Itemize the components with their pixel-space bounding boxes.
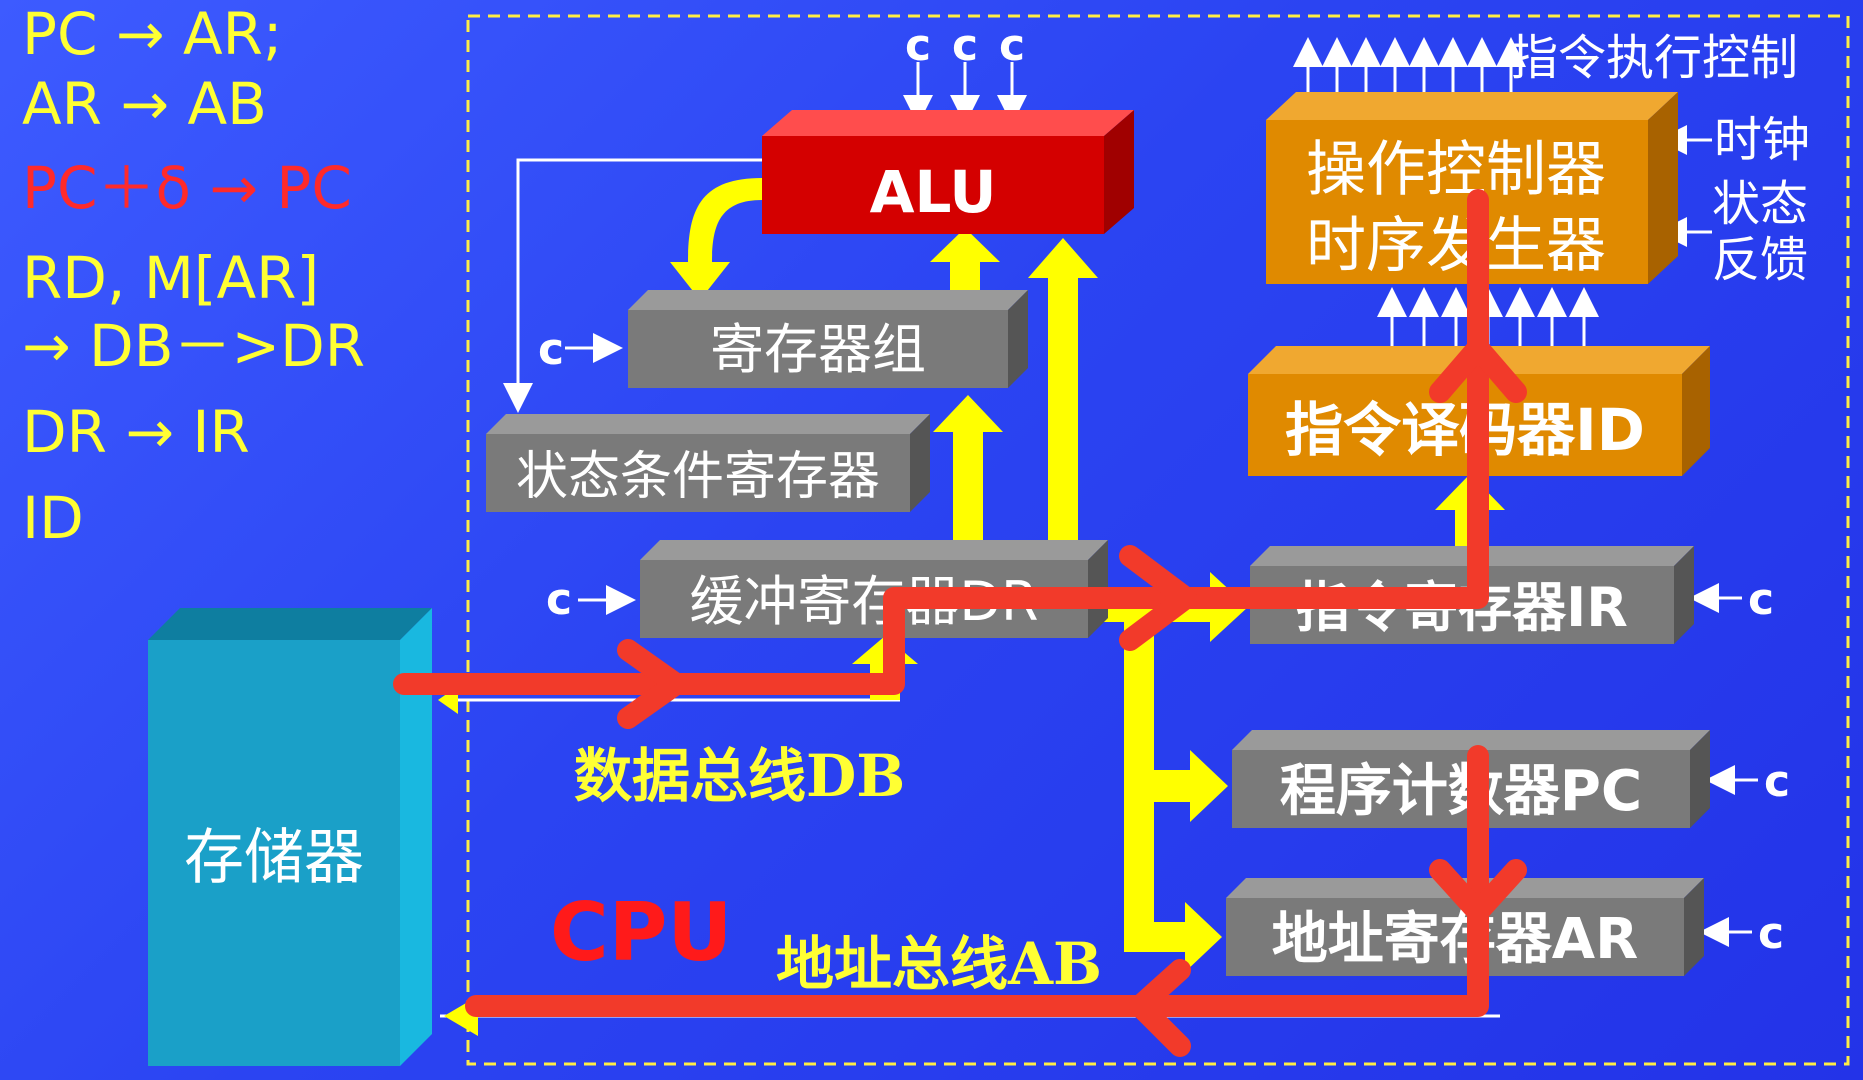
status-register-block: 状态条件寄存器 — [486, 414, 930, 512]
step-7: ID — [22, 484, 84, 552]
c-regfile: c — [538, 324, 564, 375]
exec-control-label: 指令执行控制 — [1510, 30, 1798, 86]
regfile-to-alu-arrow — [930, 228, 1000, 295]
cpu-boundary — [466, 14, 1850, 1066]
step-list: PC → AR; AR → AB PC＋δ → PC RD, M[AR] → D… — [22, 0, 365, 552]
red-fetch-path — [393, 189, 1489, 695]
red-head-db — [617, 639, 687, 729]
c-alu-3: c — [999, 20, 1025, 71]
c-dr: c — [546, 574, 572, 625]
red-head-ir — [1119, 545, 1197, 651]
bus-vertical — [1124, 622, 1154, 952]
dr-to-alu-arrow — [1028, 238, 1098, 545]
memory-block: 存储器 — [148, 608, 432, 1066]
bus-to-ar-arrow — [1154, 902, 1222, 972]
status-label-1: 状态 — [1712, 176, 1808, 232]
step-3: PC＋δ → PC — [22, 154, 352, 222]
address-bus-label: 地址总线AB — [776, 930, 1102, 998]
step-2: AR → AB — [22, 70, 267, 138]
decoder-label: 指令译码器ID — [1285, 396, 1645, 464]
red-head-ar — [1429, 859, 1527, 923]
bus-to-pc-arrow — [1154, 750, 1228, 822]
red-head-ab — [1129, 959, 1191, 1057]
clock-label: 时钟 — [1714, 112, 1810, 168]
dr-to-regfile-arrow — [933, 395, 1003, 545]
ar-label: 地址寄存器AR — [1272, 907, 1638, 972]
controller-label-2: 时序发生器 — [1306, 211, 1606, 281]
step-4: RD, M[AR] — [22, 244, 319, 312]
cpu-label: CPU — [550, 886, 732, 979]
c-alu-1: c — [905, 20, 931, 71]
regfile-label: 寄存器组 — [710, 318, 926, 381]
red-address-path — [465, 745, 1489, 1017]
pc-block: 程序计数器PC — [1232, 730, 1710, 828]
pc-label: 程序计数器PC — [1280, 759, 1642, 824]
alu-block: ALU — [762, 110, 1134, 234]
labels: c c c c c c c c 指令执行控制 时钟 状态 反馈 数据总线DB 地… — [538, 20, 1810, 998]
data-bus-label: 数据总线DB — [574, 742, 905, 810]
ar-block: 地址寄存器AR — [1226, 878, 1704, 976]
step-1: PC → AR; — [22, 0, 282, 68]
decoder-block: 指令译码器ID — [1248, 346, 1710, 476]
controller-block: 操作控制器 时序发生器 — [1266, 92, 1678, 284]
step-5: → DB－>DR — [22, 312, 365, 380]
status-label-2: 反馈 — [1712, 232, 1808, 288]
regfile-block: 寄存器组 — [628, 290, 1028, 388]
controller-label-1: 操作控制器 — [1306, 135, 1606, 205]
alu-label: ALU — [870, 158, 997, 226]
red-flow — [393, 189, 1527, 1057]
c-ir: c — [1748, 574, 1774, 625]
memory-label: 存储器 — [184, 823, 364, 893]
red-head-up — [1429, 337, 1527, 403]
c-pc: c — [1764, 756, 1790, 807]
status-register-label: 状态条件寄存器 — [516, 447, 880, 507]
c-ar: c — [1758, 908, 1784, 959]
alu-to-regfile-arrow — [670, 178, 762, 300]
step-6: DR → IR — [22, 398, 250, 466]
c-alu-2: c — [952, 20, 978, 71]
